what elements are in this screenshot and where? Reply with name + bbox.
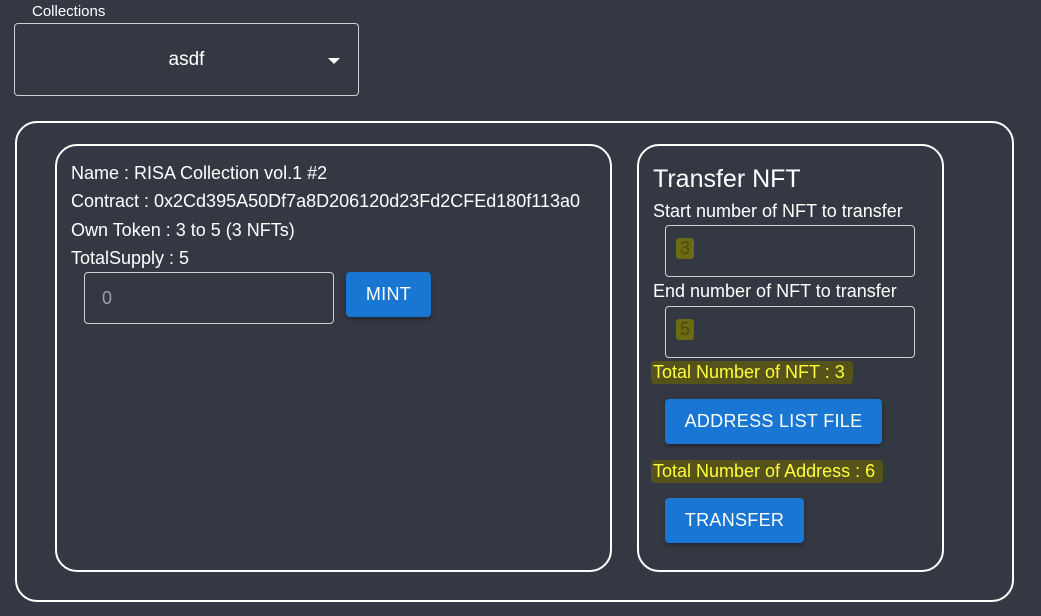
end-number-value: 5: [676, 319, 695, 340]
nft-total-supply: TotalSupply : 5: [71, 248, 190, 268]
nft-contract: Contract : 0x2Cd395A50Df7a8D206120d23Fd2…: [71, 191, 581, 211]
start-number-value: 3: [676, 238, 695, 259]
transfer-button[interactable]: TRANSFER: [665, 498, 804, 543]
collections-select[interactable]: asdf: [14, 23, 359, 96]
nft-name: Name : RISA Collection vol.1 #2: [71, 163, 328, 183]
transfer-title: Transfer NFT: [653, 165, 801, 193]
address-list-file-button[interactable]: ADDRESS LIST FILE: [665, 399, 882, 444]
total-address-count: Total Number of Address : 6: [651, 460, 884, 483]
end-number-label: End number of NFT to transfer: [653, 281, 897, 301]
mint-button[interactable]: MINT: [346, 272, 431, 317]
nft-info-card: [55, 144, 612, 572]
nft-own-token: Own Token : 3 to 5 (3 NFTs): [71, 220, 295, 240]
main-panel: [15, 121, 1014, 602]
start-number-label: Start number of NFT to transfer: [653, 201, 903, 221]
collections-label: Collections: [32, 3, 106, 20]
start-number-input[interactable]: 3: [665, 225, 915, 277]
collections-selected-value: asdf: [168, 48, 205, 70]
chevron-down-icon: [328, 58, 340, 64]
end-number-input[interactable]: 5: [665, 306, 915, 358]
total-nft-count: Total Number of NFT : 3: [651, 361, 853, 384]
transfer-card: [637, 144, 944, 572]
mint-amount-input[interactable]: [84, 272, 334, 324]
